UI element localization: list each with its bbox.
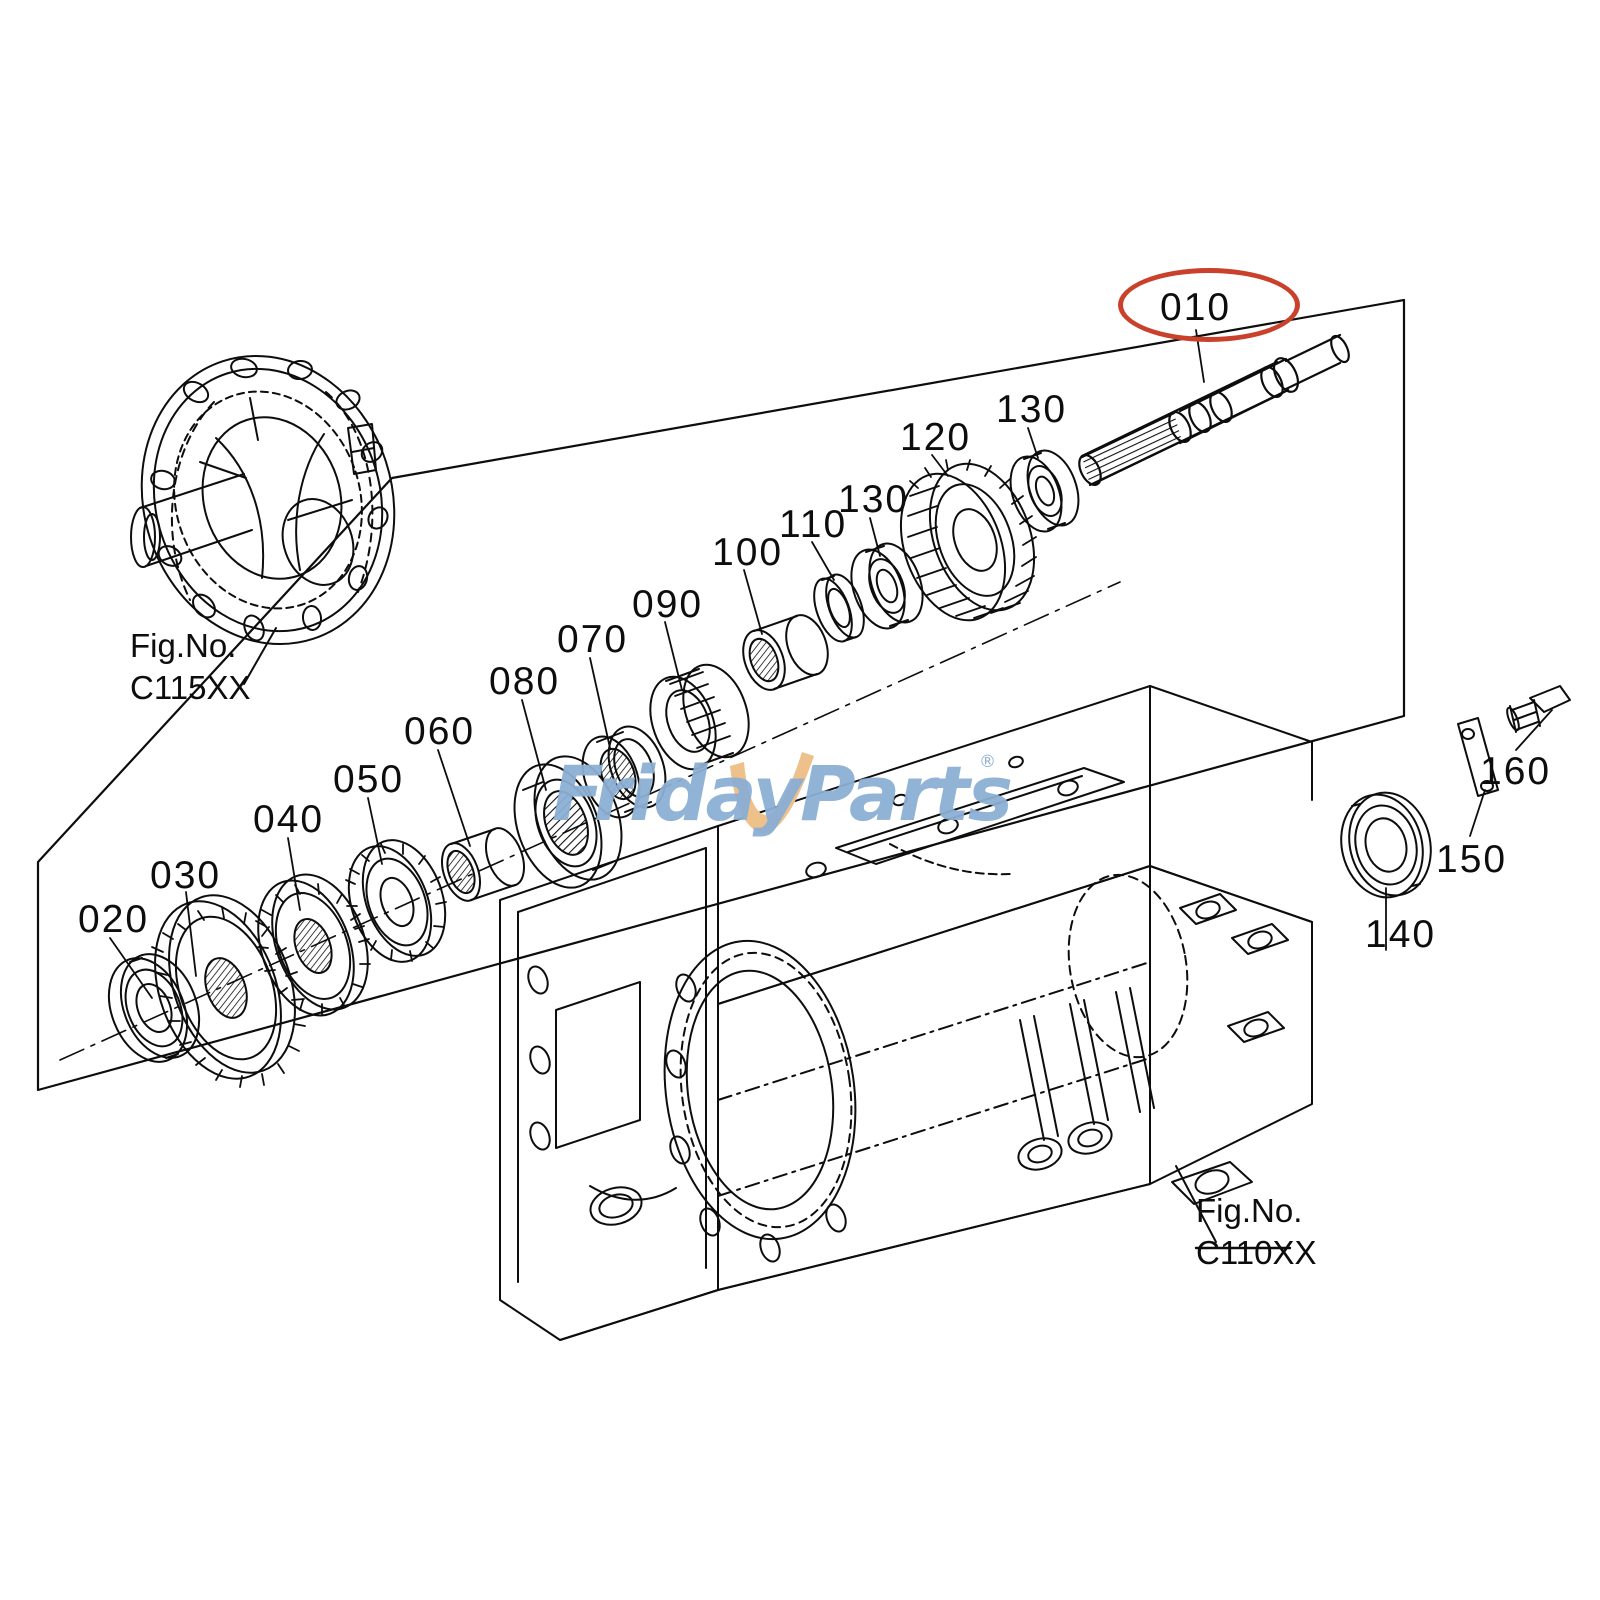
part-130b-bearing [1009,449,1080,533]
part-010-splined-shaft [1078,329,1350,487]
callout-label-120: 120 [900,416,972,459]
callout-label-060: 060 [404,710,476,753]
axle-housing-assembly [130,354,396,685]
figure-reference-code: C110XX [1196,1234,1317,1272]
callout-leader-lines [109,427,1039,999]
callout-label-020: 020 [78,898,150,941]
figure-reference-fig-c110xx: Fig.No. C110XX [1196,1190,1316,1274]
callout-label-010: 010 [1160,286,1232,329]
callout-label-130a: 130 [838,478,910,521]
part-160-bolt [1506,685,1571,751]
figure-reference-fig-c115xx: Fig.No. C115XX [130,625,250,709]
part-150-retainer-plate [1457,717,1499,837]
figure-reference-label: Fig.No. [1196,1192,1303,1229]
callout-label-030: 030 [150,854,222,897]
callout-label-080: 080 [489,660,561,703]
callout-label-150: 150 [1436,838,1508,881]
part-080-coupling-sleeve [513,755,623,889]
part-090-splined-gear [649,663,750,771]
figure-reference-label: Fig.No. [130,627,237,664]
figure-reference-code: C115XX [130,669,251,707]
part-110-thrust-washer [813,573,865,643]
part-130a-bearing [850,542,924,630]
callout-label-140: 140 [1365,913,1437,956]
assembly-centerline [59,581,1121,1061]
part-030-gear [151,894,306,1088]
transmission-case-assembly [499,685,1313,1341]
callout-label-160: 160 [1480,750,1552,793]
callout-label-070: 070 [557,618,629,661]
callout-label-110: 110 [779,503,848,546]
part-120-gear [899,459,1037,622]
callout-label-050: 050 [333,758,405,801]
callout-label-090: 090 [632,583,704,626]
callout-label-130b: 130 [996,388,1068,431]
part-050-gear [345,839,447,963]
callout-label-040: 040 [253,798,325,841]
reference-plane-outline [36,298,1406,1092]
callout-label-100: 100 [712,531,784,574]
part-140-bearing [1340,791,1432,951]
part-070-synchronizer-ring [581,725,667,819]
